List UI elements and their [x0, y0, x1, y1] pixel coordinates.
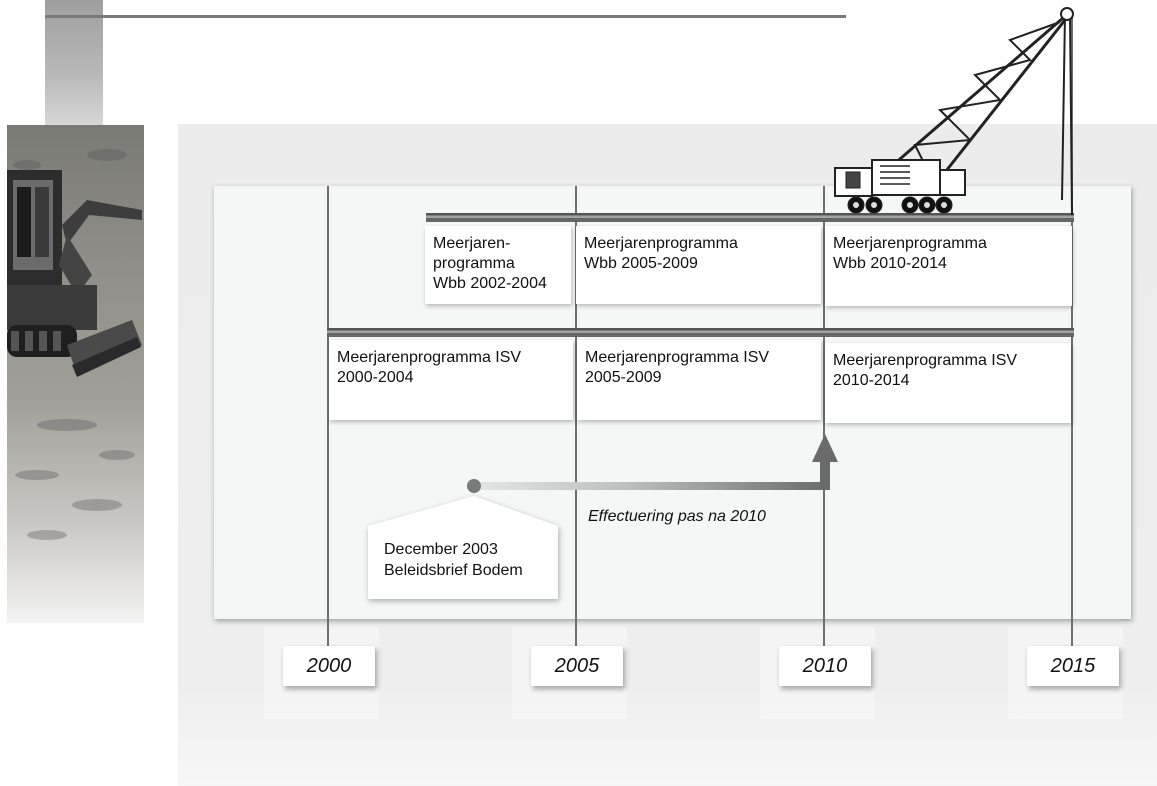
- event-marker: [467, 479, 481, 493]
- wbb-program-box: Meerjaren- programma Wbb 2002-2004: [425, 226, 571, 304]
- header-tab: [45, 0, 103, 125]
- wbb-bar: [426, 213, 1074, 222]
- year-line-2010: [823, 186, 825, 652]
- year-label: 2005: [531, 646, 623, 686]
- year-label: 2015: [1027, 646, 1119, 686]
- wbb-program-box: Meerjarenprogramma Wbb 2010-2014: [825, 226, 1072, 306]
- effect-label: Effectuering pas na 2010: [588, 508, 766, 525]
- header-rule: [45, 15, 846, 18]
- year-label: 2010: [779, 646, 871, 686]
- isv-program-box: Meerjarenprogramma ISV 2000-2004: [329, 340, 573, 420]
- year-label: 2000: [283, 646, 375, 686]
- callout-bubble: [368, 496, 558, 599]
- excavator-photo: [7, 125, 144, 623]
- effectuation-arrow: [474, 434, 838, 490]
- isv-program-box: Meerjarenprogramma ISV 2005-2009: [577, 340, 821, 420]
- year-line-2000: [327, 186, 329, 652]
- year-line-2005: [575, 186, 577, 652]
- crane-icon: [834, 7, 1074, 216]
- isv-bar: [327, 328, 1074, 337]
- wbb-program-box: Meerjarenprogramma Wbb 2005-2009: [576, 226, 821, 304]
- isv-program-box: Meerjarenprogramma ISV 2010-2014: [825, 343, 1071, 423]
- callout-text: December 2003 Beleidsbrief Bodem: [384, 541, 523, 579]
